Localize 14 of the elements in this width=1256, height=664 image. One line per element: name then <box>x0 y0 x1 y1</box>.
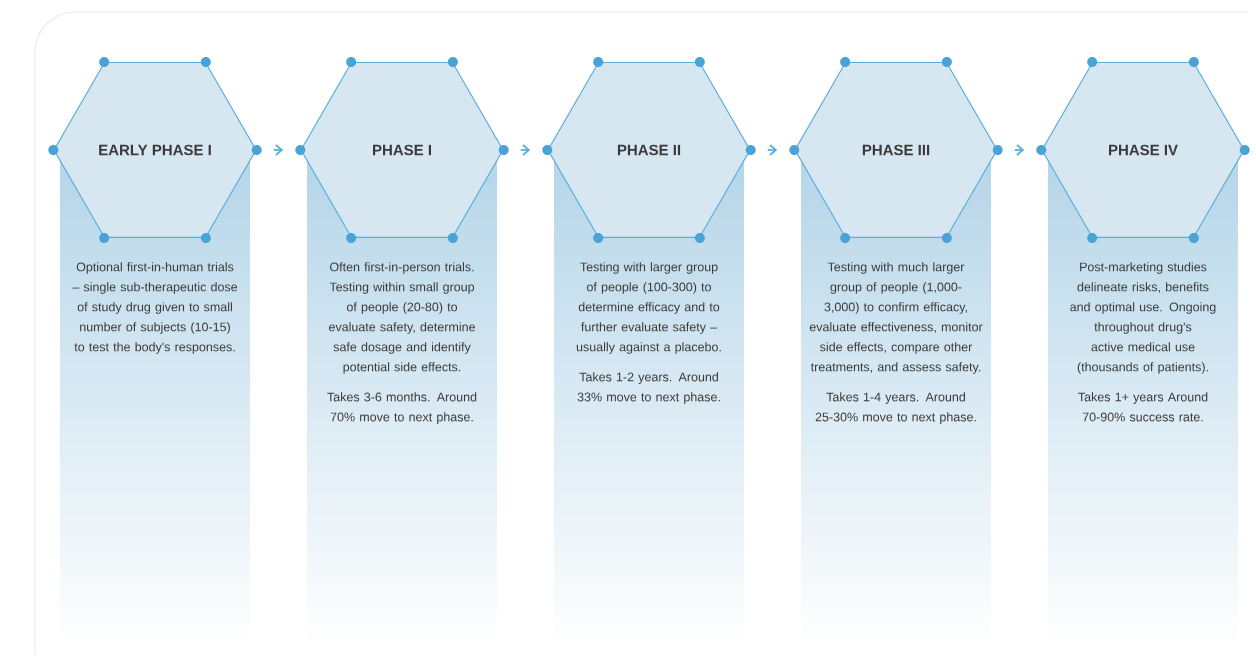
description-text: Post-marketing studies delineate risks, benefits and optimal use. Ongoing throughout drug's active medical use (thousands of patients). <box>1070 262 1216 374</box>
duration-text: Takes 1-2 years. Around 33% move to next phase. <box>577 372 720 404</box>
description-text: Optional first-in-human trials – single sub-therapeutic dose of study drug given to small number of subjects (10-15) to test the body's responses. <box>72 262 238 354</box>
duration-text: Takes 3-6 months. Around 70% move to next phase. <box>327 392 477 424</box>
hexagon: PHASE III <box>789 56 1003 244</box>
description-text: Often first-in-person trials. Testing within small group of people (20-80) to evaluate safety, determine safe dosage and identify potential side effects. <box>329 262 475 374</box>
duration-text: Takes 1+ years Around 70-90% success rate. <box>1078 392 1208 422</box>
duration-text: Takes 1-4 years. Around 25-30% move to next phase. <box>815 392 976 424</box>
description-text: Testing with much larger group of people (1,000-3,000) to confirm efficacy, evaluate effectiveness, monitor side effects, compare other treatments, and assess safety. <box>809 262 983 374</box>
hexagon: EARLY PHASE I <box>48 56 262 244</box>
hexagon: PHASE IV <box>1036 56 1250 244</box>
hexagon: PHASE II <box>542 56 756 244</box>
description-text: Testing with larger group of people (100-300) to determine efficacy and to further evaluate safety – usually against a placebo. <box>576 262 721 354</box>
hexagon: PHASE I <box>295 56 509 244</box>
